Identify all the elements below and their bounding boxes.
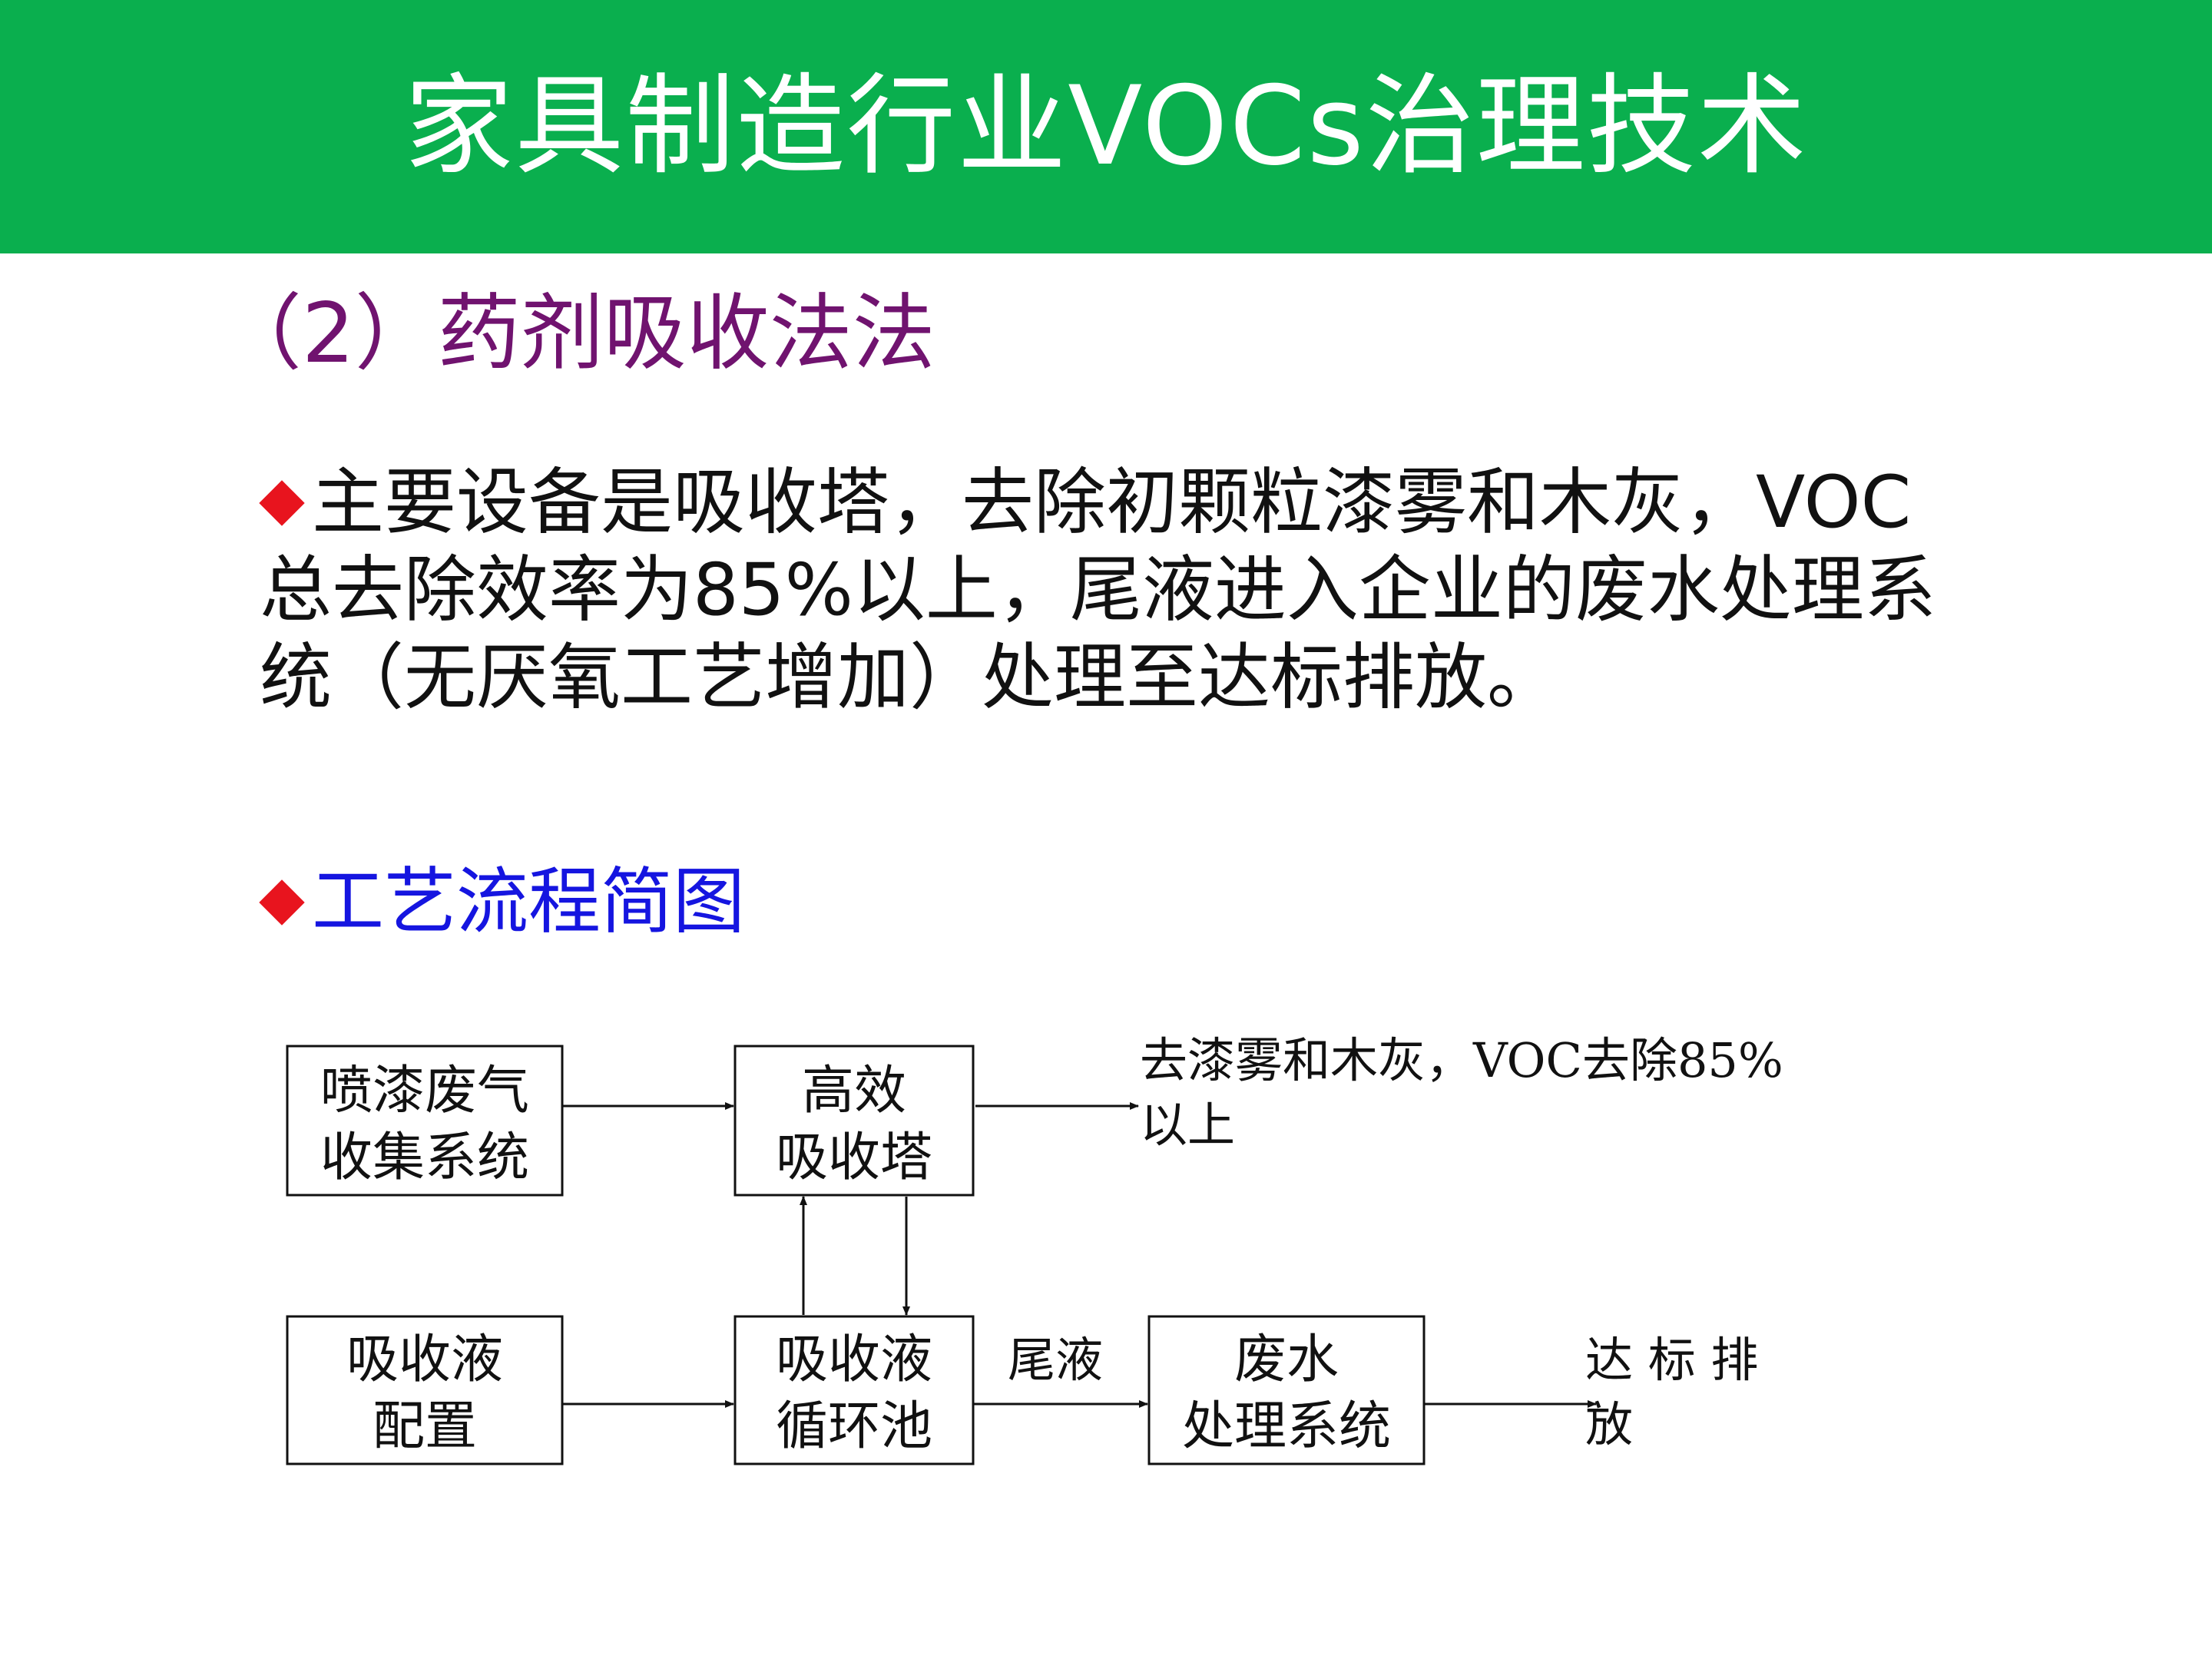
box-absorption-tower: 高效 吸收塔	[733, 1045, 975, 1197]
box-line: 吸收塔	[776, 1128, 932, 1188]
title-bar	[0, 0, 2212, 253]
box-line: 废水	[1234, 1330, 1339, 1390]
label-tail-liquid: 尾液	[1008, 1332, 1103, 1388]
label-output-line-2: 以上	[1140, 1097, 1235, 1153]
bullet-description: 主要设备是吸收塔，去除初颗粒漆雾和木灰，VOC总去除效率为85%以上，尾液进入企…	[259, 459, 1980, 722]
bullet-flow-title-text: 工艺流程简图	[312, 860, 746, 944]
bullet-description-text: 主要设备是吸收塔，去除初颗粒漆雾和木灰，VOC总去除效率为85%以上，尾液进入企…	[260, 461, 1936, 720]
label-discharge-line-2: 放	[1585, 1396, 1633, 1452]
box-line: 处理系统	[1182, 1396, 1391, 1457]
box-spray-exhaust-collection: 喷漆废气 收集系统	[286, 1045, 564, 1197]
box-line: 循环池	[776, 1396, 932, 1457]
label-output-line-1: 去漆雾和木灰，VOC去除85%	[1140, 1032, 1783, 1088]
box-line: 吸收液	[346, 1330, 503, 1390]
box-wastewater-treatment: 废水 处理系统	[1147, 1315, 1426, 1465]
label-discharge-line-1: 达 标 排	[1585, 1332, 1758, 1388]
box-line: 吸收液	[776, 1330, 932, 1390]
bullet-flow-title: 工艺流程简图	[259, 859, 1980, 946]
box-absorbent-preparation: 吸收液 配置	[286, 1315, 564, 1465]
box-circulation-tank: 吸收液 循环池	[733, 1315, 975, 1465]
box-line: 配置	[373, 1396, 477, 1457]
box-line: 收集系统	[320, 1128, 529, 1188]
page-title: 家具制造行业VOCs治理技术	[404, 63, 1808, 190]
section-subtitle: （2）药剂吸收法法	[219, 286, 935, 382]
box-line: 高效	[802, 1061, 906, 1121]
box-line: 喷漆废气	[320, 1061, 529, 1121]
